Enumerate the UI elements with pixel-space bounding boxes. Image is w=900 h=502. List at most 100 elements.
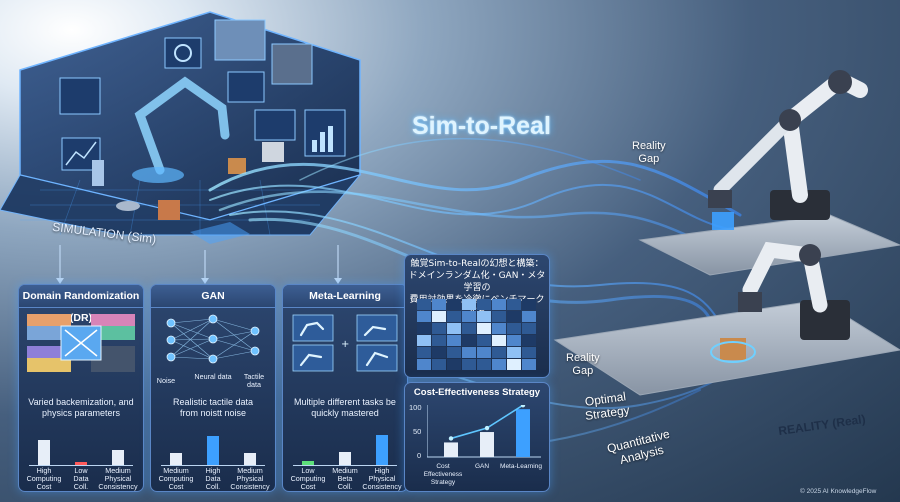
heatmap-cell [462,299,476,310]
heatmap-grid [417,299,536,370]
description-line: Multiple different tasks be [294,397,396,407]
heatmap-cell [522,323,536,334]
heatmap-title-line: 触覚Sim-to-Realの幻想と構築： [410,259,544,269]
cost-cat-label: Meta-Learning [500,463,542,470]
task-icons-grid: + [292,314,398,372]
heatmap-cell [447,347,461,358]
sim-robot-arm [134,76,230,175]
bar-high-computing-cost [38,440,50,465]
bar-chart [29,425,133,466]
heatmap-cell [492,323,506,334]
heatmap-cell [432,311,446,322]
panel-title: GAN [151,285,275,308]
heatmap-cell [432,299,446,310]
bar-medium-physical-consistency [244,453,256,465]
copyright-text: © 2025 AI KnowledgeFlow [800,488,877,495]
trend-point [484,425,490,431]
node-label-tactile: Tactile data [243,372,265,389]
node-label-noise: Noise [156,376,176,385]
heatmap-title-line: 費用対効果を冷徹にベンチマークする [409,295,545,317]
bar-medium-physical-consistency [112,449,124,465]
heatmap-cell [492,359,506,370]
trend-point [448,436,454,441]
heatmap-cell [507,323,521,334]
heatmap-cell [432,359,446,370]
heatmap-cell [417,299,431,310]
bar-low-computing-cost [302,461,314,465]
cost-bar [480,432,494,457]
heatmap-cell [507,359,521,370]
heatmap-cell [432,335,446,346]
heatmap-cell [492,347,506,358]
cost-bar [444,442,458,457]
heatmap-cell [522,335,536,346]
description-line: quickly mastered [311,408,379,418]
heatmap-cell [522,299,536,310]
heatmap-cell [492,299,506,310]
heatmap-cell [417,359,431,370]
panel-domain-randomization: Domain Randomization (DR) Varied backemi… [18,284,144,492]
description-line: Varied backemization, and [28,397,134,407]
heatmap-cell [462,359,476,370]
bar-chart [161,425,265,466]
y-tick-50: 50 [413,427,422,436]
svg-text:+: + [341,339,349,350]
y-tick-100: 100 [409,403,422,412]
bar-high-data-coll [207,436,219,465]
heatmap-cell [447,311,461,322]
heatmap-card: 触覚Sim-to-Realの幻想と構築： ドメインランダム化・GAN・メタ学習の… [404,254,550,378]
heatmap-cell [522,359,536,370]
heatmap-cell [477,335,491,346]
bar-low-data-coll [75,461,87,465]
heatmap-cell [432,323,446,334]
cost-cat-label: GAN [474,463,490,470]
panel-title: Meta-Learning [283,285,407,308]
callout-line: Gap [638,153,660,165]
heatmap-cell [462,311,476,322]
heatmap-cell [447,299,461,310]
heatmap-cell [477,359,491,370]
panel-title: Domain Randomization (DR) [19,285,143,324]
heatmap-title: 触覚Sim-to-Realの幻想と構築： ドメインランダム化・GAN・メタ学習の… [407,258,547,318]
trend-point [520,405,526,408]
real-robot-arm-lower [710,241,850,363]
cost-chart-plot [427,405,541,458]
heatmap-cell [462,323,476,334]
headline-title: Sim-to-Real [412,112,551,140]
heatmap-cell [417,311,431,322]
heatmap-cell [432,347,446,358]
heatmap-cell [447,359,461,370]
heatmap-cell [507,347,521,358]
heatmap-cell [492,311,506,322]
heatmap-cell [417,347,431,358]
heatmap-cell [447,335,461,346]
heatmap-cell [447,323,461,334]
heatmap-cell [477,299,491,310]
heatmap-cell [522,311,536,322]
bar-medium-beta-coll [339,452,351,465]
heatmap-cell [417,335,431,346]
heatmap-cell [507,311,521,322]
heatmap-cell [507,299,521,310]
real-robot-arm-upper [708,70,868,230]
bar-medium-computing-cost [170,453,182,465]
panel-gan: GAN Noise Neural data Tactile data Reali… [150,284,276,492]
heatmap-title-line: ドメインランダム化・GAN・メタ学習の [408,271,546,293]
